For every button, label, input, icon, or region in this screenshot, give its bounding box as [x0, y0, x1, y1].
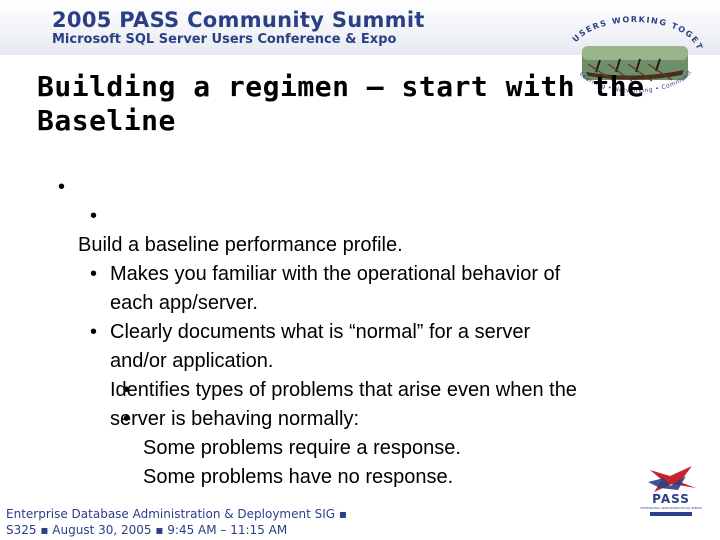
bullet-text: Clearly documents what is “normal” for a… [110, 321, 531, 372]
bullet-text: Build a baseline performance profile. [78, 234, 403, 256]
bullet-level3: • Some problems require a response. [123, 376, 683, 463]
bullet-dot: • [90, 205, 98, 227]
bullet-level1: • Build a baseline performance profile. [58, 173, 678, 260]
bullet-level2: • Identifies types of problems that aris… [90, 318, 690, 434]
bullet-level3: • Some problems have no response. [123, 405, 683, 492]
bullet-dot: • [90, 263, 98, 285]
bullet-dot: • [123, 379, 131, 401]
bullet-text: Makes you familiar with the operational … [110, 263, 561, 314]
bullet-text: Some problems require a response. [143, 437, 461, 459]
bullet-dot: • [90, 321, 98, 343]
bullet-level2: • Clearly documents what is “normal” for… [90, 260, 670, 376]
summit-subtitle: Microsoft SQL Server Users Conference & … [52, 32, 397, 47]
bullet-dot: • [123, 408, 131, 430]
slide-title: Building a regimen – start with the Base… [37, 70, 645, 137]
pass-logo-tagline: PROFESSIONAL ASSOCIATION FOR SQL SERVER [640, 506, 702, 510]
pass-logo-text: PASS [652, 492, 690, 506]
pass-logo: PASS PROFESSIONAL ASSOCIATION FOR SQL SE… [640, 464, 702, 516]
footer-line-2: S325 ▪ August 30, 2005 ▪ 9:45 AM – 11:15… [6, 523, 288, 537]
bullet-level2: • Makes you familiar with the operationa… [90, 202, 670, 318]
header-band [0, 0, 720, 55]
rowing-boat-logo: USERS WORKING TOGETHER Learning • Networ… [560, 14, 703, 94]
bullet-text: Identifies types of problems that arise … [110, 379, 577, 430]
footer-line-1: Enterprise Database Administration & Dep… [6, 507, 348, 521]
bullet-dot: • [58, 176, 66, 198]
bullet-text: Some problems have no response. [143, 466, 454, 488]
footer: Enterprise Database Administration & Dep… [6, 506, 347, 538]
summit-title: 2005 PASS Community Summit [52, 8, 425, 32]
